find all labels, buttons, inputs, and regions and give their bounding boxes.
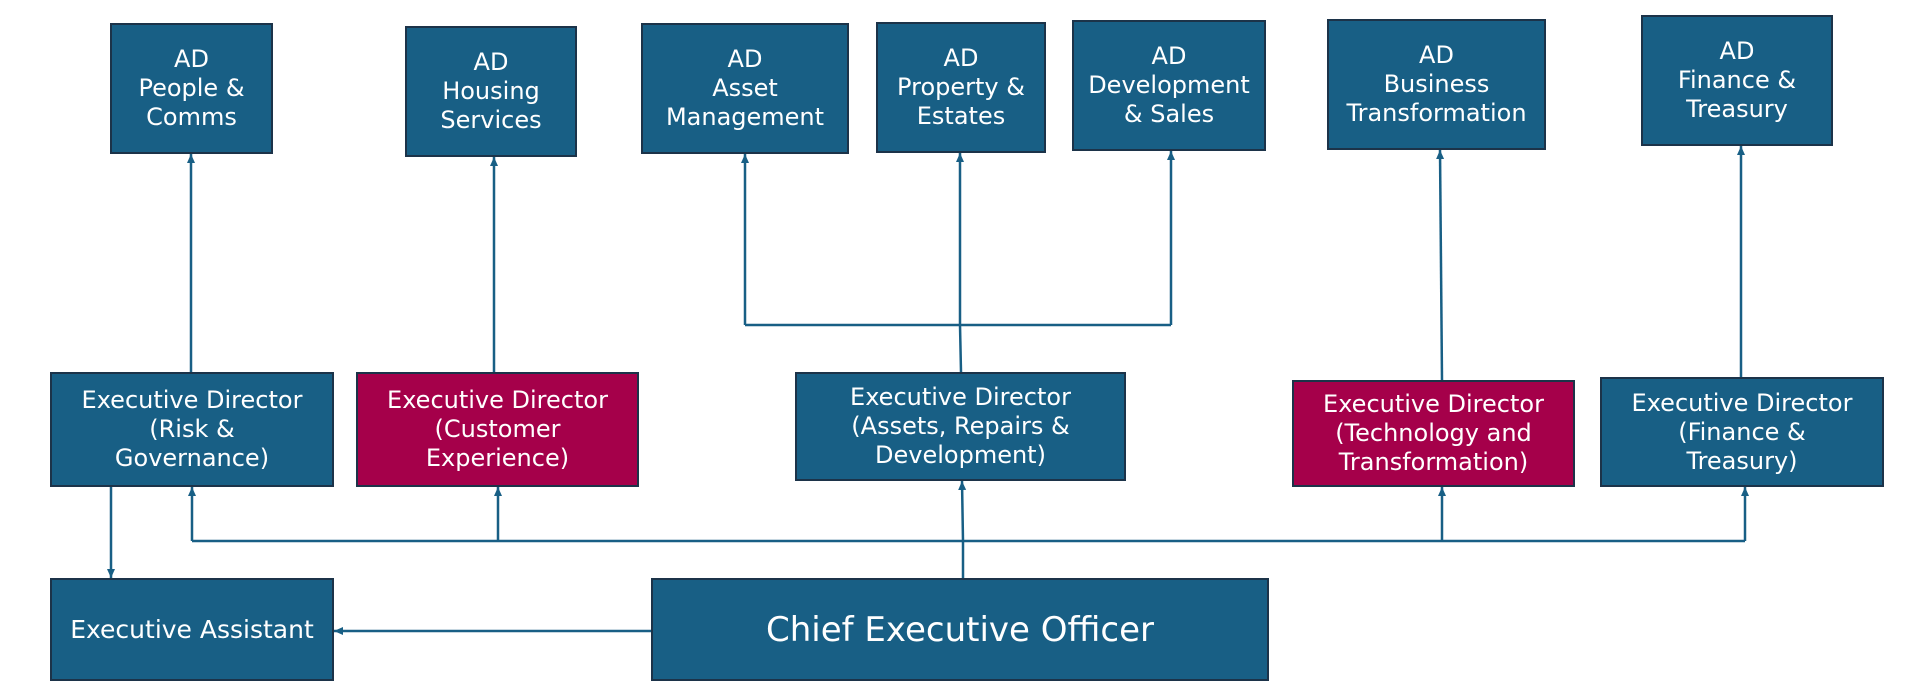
ad-development-sales-label: AD Development & Sales [1088,42,1250,128]
ed-assets-repairs-development-label: Executive Director (Assets, Repairs & De… [850,383,1071,469]
ed-risk-governance-label: Executive Director (Risk & Governance) [81,386,303,472]
ed-risk-governance-box: Executive Director (Risk & Governance) [50,372,334,487]
connector-assets-trunk [958,324,963,373]
ad-property-estates-box: AD Property & Estates [876,22,1046,153]
ed-assets-repairs-development-box: Executive Director (Assets, Repairs & De… [795,372,1126,481]
connector-bus-to-assets [958,480,967,542]
ad-housing-services-box: AD Housing Services [405,26,577,157]
ed-technology-transformation-box: Executive Director (Technology and Trans… [1292,380,1575,487]
ed-finance-treasury-box: Executive Director (Finance & Treasury) [1600,377,1884,487]
ad-people-comms-box: AD People & Comms [110,23,273,154]
executive-assistant-label: Executive Assistant [70,615,314,644]
ed-technology-transformation-label: Executive Director (Technology and Trans… [1323,390,1544,476]
chief-executive-officer-box: Chief Executive Officer [651,578,1269,681]
ed-customer-experience-label: Executive Director (Customer Experience) [387,386,608,472]
ad-finance-treasury-box: AD Finance & Treasury [1641,15,1833,146]
ed-finance-treasury-label: Executive Director (Finance & Treasury) [1631,388,1853,475]
ad-business-transformation-label: AD Business Transformation [1346,41,1527,127]
ad-people-comms-label: AD People & Comms [138,45,245,131]
connector-technology-to-business [1436,149,1445,381]
ad-property-estates-label: AD Property & Estates [897,44,1025,130]
chief-executive-officer-label: Chief Executive Officer [766,609,1154,650]
ed-customer-experience-box: Executive Director (Customer Experience) [356,372,639,487]
ad-housing-services-label: AD Housing Services [440,48,542,134]
executive-assistant-box: Executive Assistant [50,578,334,681]
ad-development-sales-box: AD Development & Sales [1072,20,1266,151]
ad-business-transformation-box: AD Business Transformation [1327,19,1546,150]
ad-asset-management-label: AD Asset Management [665,45,825,131]
ad-asset-management-box: AD Asset Management [641,23,849,154]
ad-finance-treasury-label: AD Finance & Treasury [1677,37,1797,123]
